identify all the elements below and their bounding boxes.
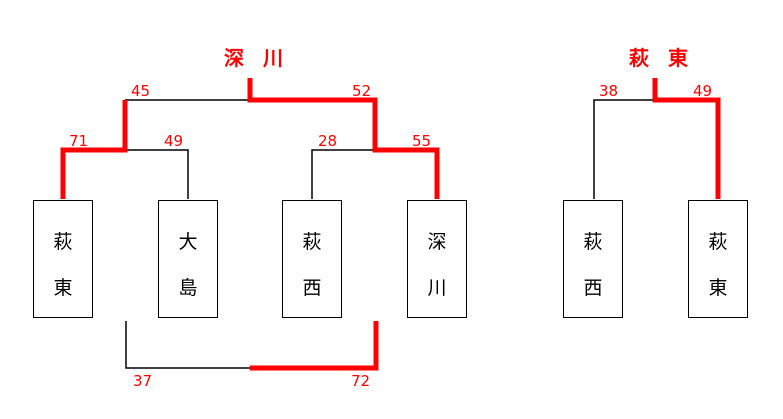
score-r1b-left: 28 [318, 132, 338, 150]
score-r1a-left: 71 [69, 132, 89, 150]
team-box-hagi-higashi: 萩 東 [33, 200, 93, 318]
team-char-1: 深 [427, 231, 447, 253]
line-hagi-nishi [311, 149, 375, 199]
score-r1a-right: 49 [164, 132, 184, 150]
team-char-1: 大 [178, 231, 198, 253]
team-box-fukagawa: 深 川 [407, 200, 467, 318]
team-box-oshima: 大 島 [158, 200, 218, 318]
team-char-2: 西 [583, 277, 603, 299]
team-char-2: 川 [427, 277, 447, 299]
line-right-hagi-nishi [593, 99, 655, 199]
score-final-left: 45 [131, 82, 151, 100]
team-char-2: 東 [53, 277, 73, 299]
winner-title-left: 深 川 [224, 46, 289, 70]
team-char-1: 萩 [583, 231, 603, 253]
team-char-2: 西 [302, 277, 322, 299]
team-box-hagi-nishi: 萩 西 [282, 200, 342, 318]
score-third-left: 37 [133, 372, 153, 390]
line-oshima [125, 149, 189, 199]
score-r1b-right: 55 [412, 132, 432, 150]
score-right-right: 49 [693, 82, 713, 100]
score-right-left: 38 [599, 82, 619, 100]
line-hagi-higashi-win [60, 100, 128, 199]
team-char-1: 萩 [302, 231, 322, 253]
loser-lines [125, 99, 655, 369]
line-third-left [125, 321, 250, 369]
team-char-1: 萩 [53, 231, 73, 253]
team-box-right-hagi-higashi: 萩 東 [688, 200, 748, 318]
winner-title-right: 萩 東 [629, 46, 694, 70]
team-char-2: 東 [708, 277, 728, 299]
score-final-right: 52 [352, 82, 372, 100]
line-third-win [250, 321, 379, 371]
line-fukagawa-win [247, 78, 440, 199]
line-right-win [652, 78, 721, 199]
score-third-right: 72 [351, 372, 371, 390]
team-char-2: 島 [178, 277, 198, 299]
winner-lines [60, 78, 721, 371]
team-box-right-hagi-nishi: 萩 西 [563, 200, 623, 318]
team-char-1: 萩 [708, 231, 728, 253]
